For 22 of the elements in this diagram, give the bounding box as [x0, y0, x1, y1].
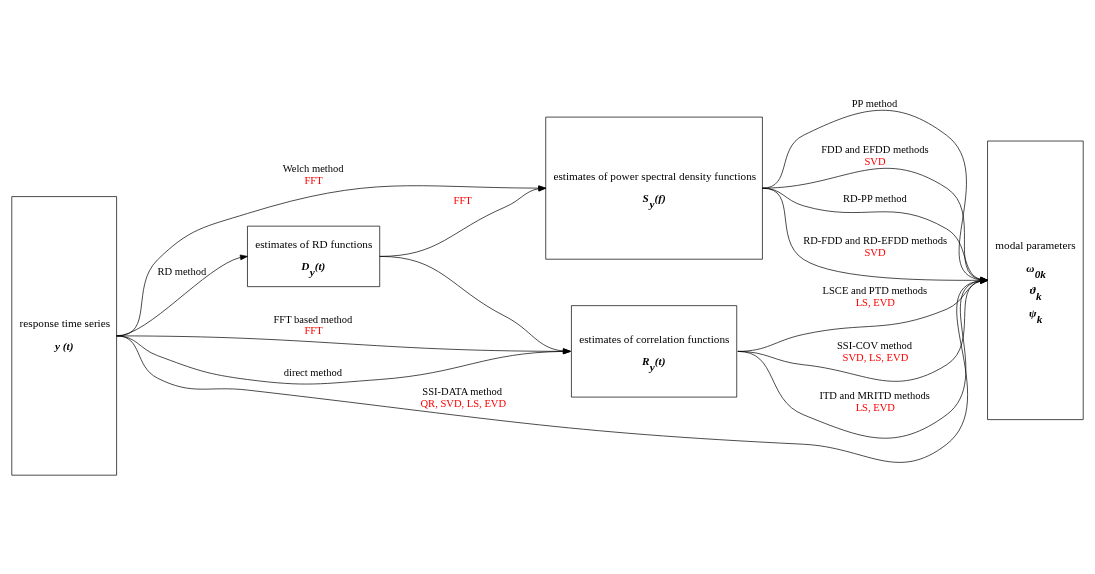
edge-label: FDD and EFDD methods [821, 143, 929, 155]
edge-label: RD-PP method [842, 193, 907, 205]
label: SVD [864, 246, 886, 258]
edge-label: RD method [157, 265, 207, 277]
edge-label: direct method [283, 366, 342, 378]
edge-label: PP method [851, 98, 898, 110]
edge-label: Welch method [282, 162, 344, 174]
label: SVD, LS, EVD [842, 352, 909, 364]
label: FFT [453, 194, 472, 206]
label: FFT [304, 325, 323, 337]
edge-label: ITD and MRITD methods [819, 390, 930, 402]
node-box: response time series y (t) [11, 196, 117, 476]
label: LS, EVD [855, 402, 895, 414]
label: FFT [304, 174, 323, 186]
edge-label: FFT based method [273, 313, 353, 325]
edge-label: RD-FDD and RD-EFDD methods [803, 234, 948, 246]
label: LS, EVD [855, 296, 895, 308]
edge-label: SSI-COV method [836, 340, 913, 352]
label: QR, SVD, LS, EVD [420, 397, 507, 409]
edge-label: LSCE and PTD methods [822, 284, 928, 296]
edge-label: SSI-DATA method [422, 385, 503, 397]
label: SVD [864, 155, 886, 167]
